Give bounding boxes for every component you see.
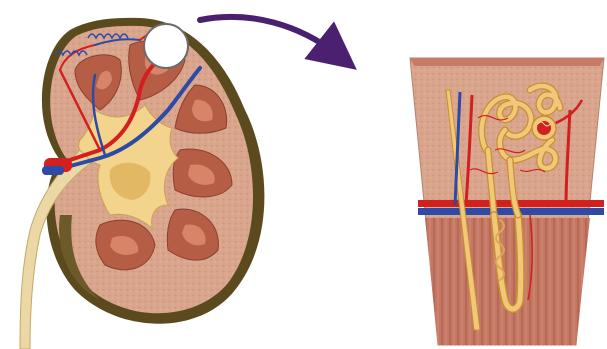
zoom-arrow xyxy=(200,17,338,55)
glomerulus xyxy=(532,116,556,140)
magnified-region-circle xyxy=(144,24,188,68)
section-medulla xyxy=(425,218,590,345)
nephron-magnified-section xyxy=(410,58,604,345)
renal-vein-stub xyxy=(42,166,64,175)
arcuate-vein xyxy=(418,208,604,215)
kidney-cross-section xyxy=(20,18,264,349)
section-top-surface xyxy=(410,58,604,66)
